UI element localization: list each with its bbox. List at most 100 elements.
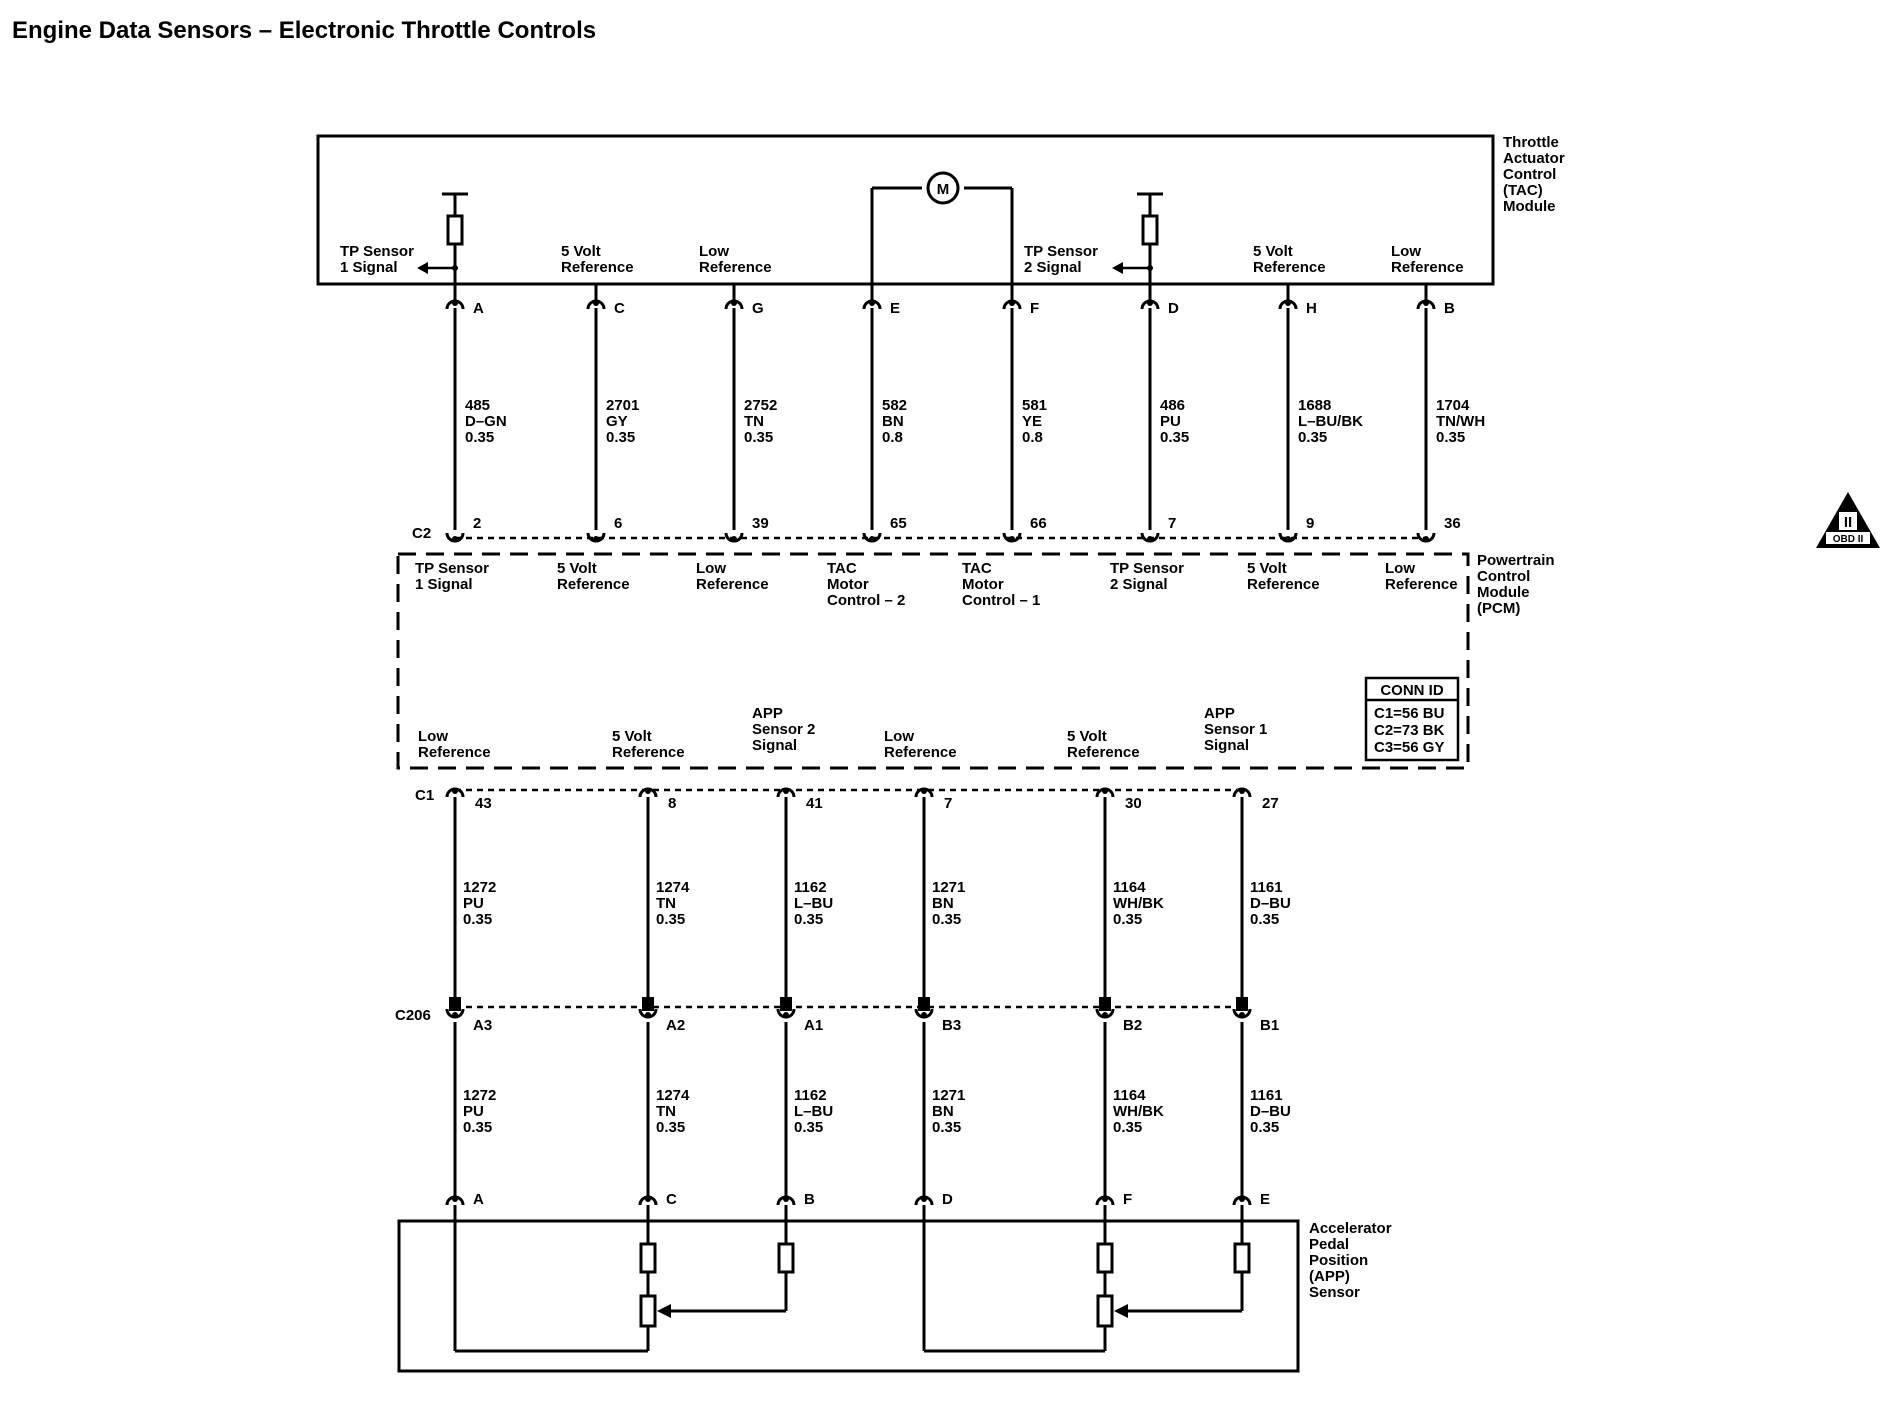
app-pin-A: A [473,1191,484,1208]
c2-cup-4-dot [1009,536,1015,542]
c206-pin-4: B2 [1123,1017,1142,1034]
c1-pin-label-5: Sensor 1 [1204,721,1267,738]
c2-pin-label-4: Motor [962,576,1004,593]
c2-cup-6-dot [1285,536,1291,542]
pcm-name: Powertrain [1477,552,1555,569]
c2-pin-number-0: 2 [473,515,481,532]
c206-wire-label-0: 0.35 [463,1119,492,1136]
tac-pin-letter-B: B [1444,300,1455,317]
c1-wire-label-2: 1162 [794,879,827,896]
tac-pin-letter-A: A [473,300,484,317]
c2-cup-5-dot [1147,536,1153,542]
c1-cup-1-dot [645,788,651,794]
c206-cup-3-dot [921,1012,927,1018]
tac-wire-label-5: 486 [1160,397,1185,414]
tac-wire-label-5: 0.35 [1160,429,1189,446]
c1-connector-name: C1 [415,787,434,804]
c1-wire-label-5: 0.35 [1250,911,1279,928]
c206-pin-0: A3 [473,1017,492,1034]
obd-badge-numeral: II [1844,514,1852,531]
tac-pin-label-D: TP Sensor [1024,243,1098,260]
c206-cup-1-dot [645,1012,651,1018]
c2-pin-number-1: 6 [614,515,622,532]
tac-connector-cup-C-dot [593,300,599,306]
obd-badge-label: OBD II [1833,534,1864,545]
conn-id-row-0: C1=56 BU [1374,705,1444,722]
c2-pin-label-6: Reference [1247,576,1320,593]
tac-pin-letter-E: E [890,300,900,317]
app-pin-E: E [1260,1191,1270,1208]
c206-connector-name: C206 [395,1007,431,1024]
c206-cup-5-dot [1239,1012,1245,1018]
tac-wire-label-1: GY [606,413,628,430]
tac-connector-cup-G-dot [731,300,737,306]
conn-id-row-2: C3=56 GY [1374,739,1444,756]
tac-wire-label-6: L–BU/BK [1298,413,1363,430]
tac-wire-label-5: PU [1160,413,1181,430]
app-pin-B: B [804,1191,815,1208]
app-cup-C-dot [645,1196,651,1202]
tac-wire-label-0: D–GN [465,413,507,430]
c206-cup-4-dot [1102,1012,1108,1018]
tp-sensor-arrowhead-5 [1112,262,1123,274]
tac-wire-label-2: 2752 [744,397,777,414]
app-sig-resistor-1 [777,1242,795,1274]
app-cup-E-dot [1239,1196,1245,1202]
motor-label: M [937,181,950,198]
c206-wire-label-2: L–BU [794,1103,833,1120]
c2-cup-1-dot [593,536,599,542]
app-sensor-name: Position [1309,1252,1368,1269]
c2-pin-number-5: 7 [1168,515,1176,532]
c206-pin-3: B3 [942,1017,961,1034]
pcm-name: Module [1477,584,1530,601]
c2-pin-number-7: 36 [1444,515,1461,532]
c2-pin-label-3: Control – 2 [827,592,905,609]
c206-wire-label-3: BN [932,1103,954,1120]
c1-wire-label-3: 1271 [932,879,965,896]
c2-pin-label-6: 5 Volt [1247,560,1287,577]
tac-pin-label-C: 5 Volt [561,243,601,260]
c2-connector-name: C2 [412,525,431,542]
c2-pin-label-1: 5 Volt [557,560,597,577]
tac-wire-label-0: 485 [465,397,490,414]
c1-pin-label-1: 5 Volt [612,728,652,745]
tac-wire-label-2: TN [744,413,764,430]
tac-pin-label-B: Low [1391,243,1421,260]
c2-pin-label-7: Reference [1385,576,1458,593]
c206-wire-label-5: 0.35 [1250,1119,1279,1136]
obd-badge-label-bg [1826,532,1870,544]
tac-wire-label-4: YE [1022,413,1042,430]
tac-pin-label-G: Reference [699,259,772,276]
tac-pin-label-D: 2 Signal [1024,259,1082,276]
tac-connector-cup-F-dot [1009,300,1015,306]
pcm-name: Control [1477,568,1530,585]
c1-wire-label-0: 1272 [463,879,496,896]
tp-sensor-arrowhead-0 [417,262,428,274]
c2-cup-3-dot [869,536,875,542]
tac-wire-label-4: 0.8 [1022,429,1043,446]
c206-wire-label-0: 1272 [463,1087,496,1104]
c1-wire-label-4: 1164 [1113,879,1146,896]
c1-wire-label-3: 0.35 [932,911,961,928]
tac-pin-letter-G: G [752,300,764,317]
app-sensor-name: Accelerator [1309,1220,1392,1237]
c2-pin-label-3: Motor [827,576,869,593]
app-cup-B-dot [783,1196,789,1202]
c1-wire-label-2: L–BU [794,895,833,912]
c206-terminal-5 [1236,997,1248,1011]
c1-wire-label-2: 0.35 [794,911,823,928]
tp-sensor-resistor-5 [1141,214,1159,246]
tac-pin-letter-H: H [1306,300,1317,317]
app-sensor-name: Pedal [1309,1236,1349,1253]
c1-pin-label-3: Reference [884,744,957,761]
c206-wire-label-4: 1164 [1113,1087,1146,1104]
c206-wire-label-2: 0.35 [794,1119,823,1136]
c2-pin-label-5: 2 Signal [1110,576,1168,593]
c206-cup-2-dot [783,1012,789,1018]
c1-pin-label-4: 5 Volt [1067,728,1107,745]
tac-pin-letter-F: F [1030,300,1039,317]
app-sensor-box [397,1219,1300,1373]
c2-pin-label-1: Reference [557,576,630,593]
pcm-name: (PCM) [1477,600,1520,617]
